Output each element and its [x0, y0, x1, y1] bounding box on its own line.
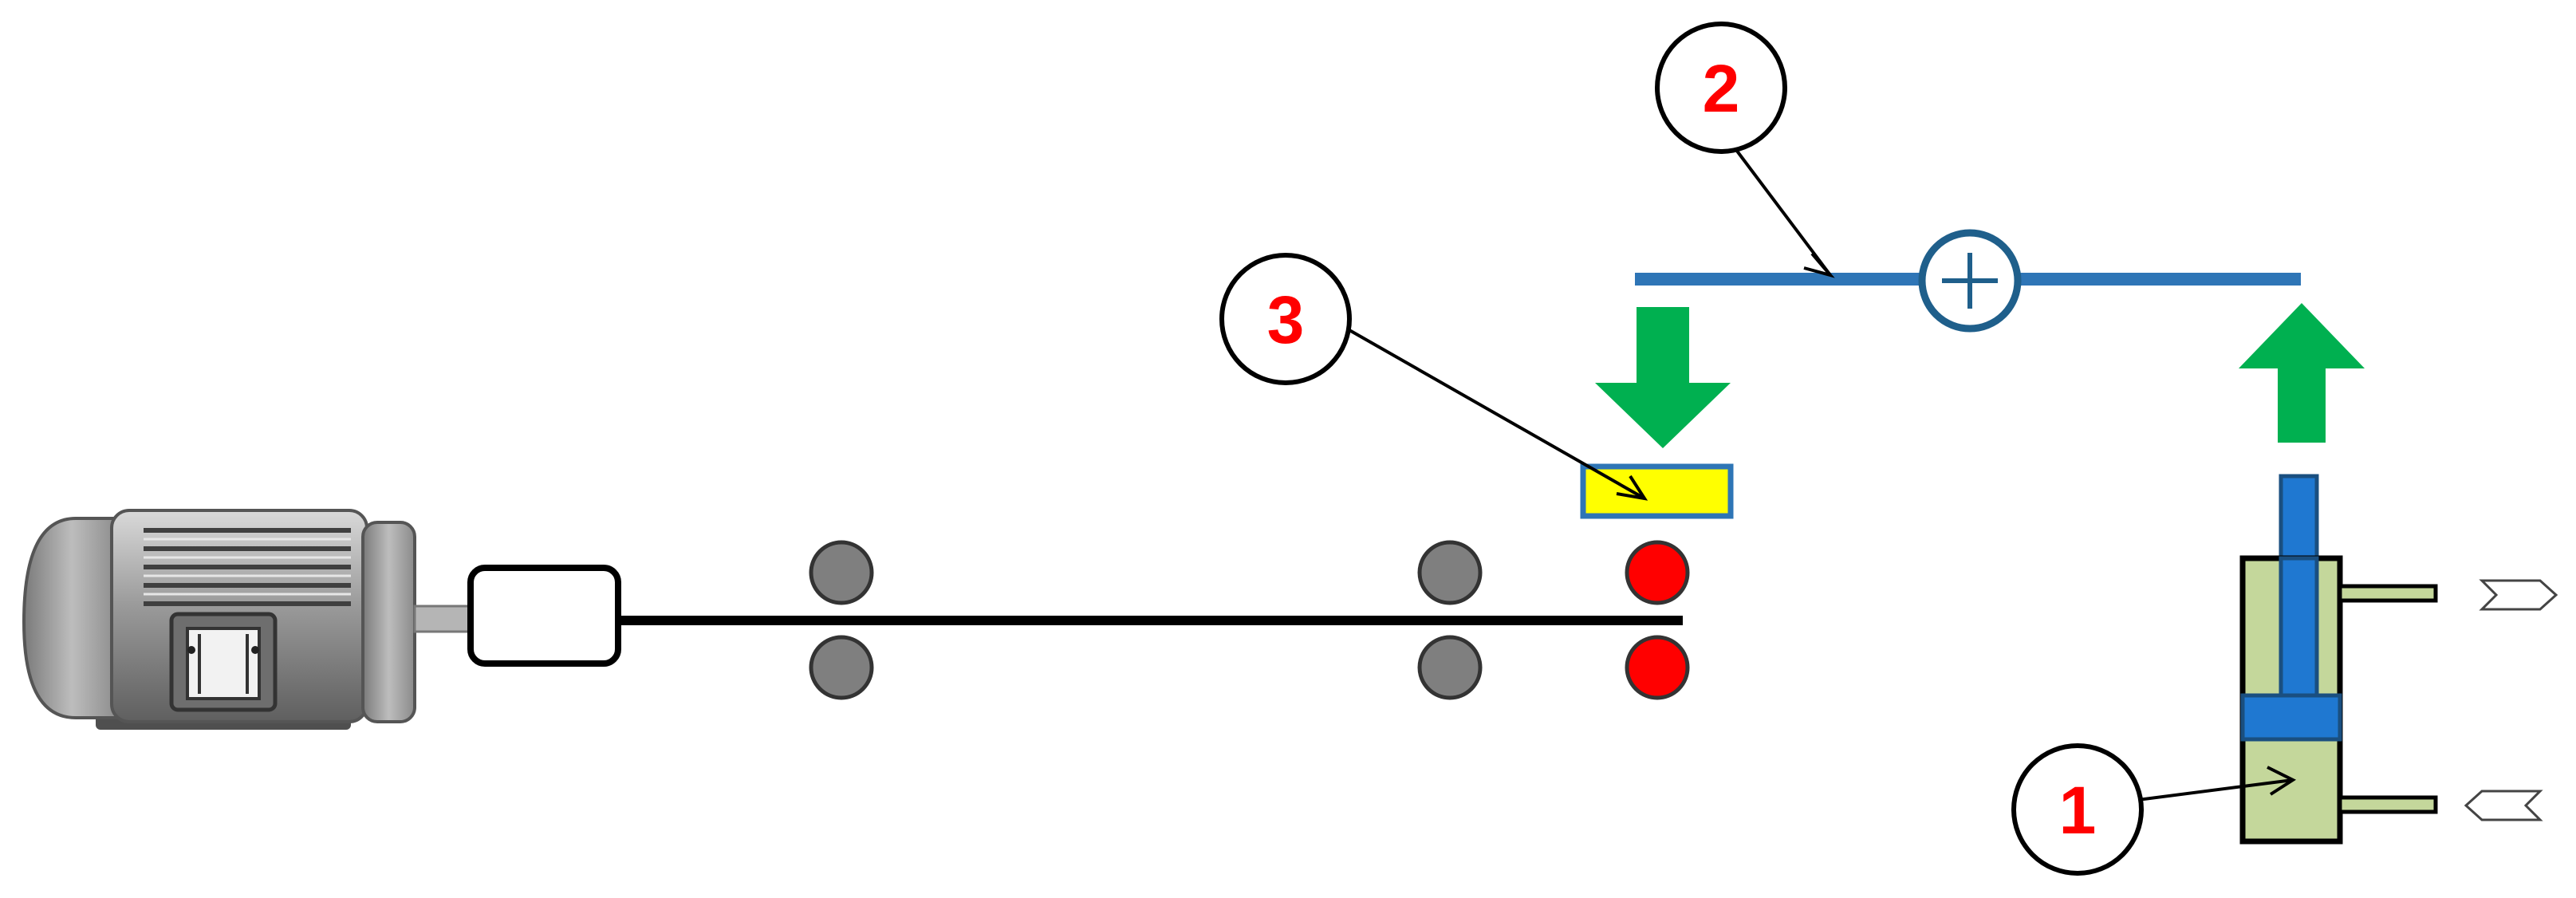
port-arrow-icon	[2464, 790, 2543, 821]
roller-pair-active	[1625, 540, 1690, 700]
lever	[1635, 229, 2301, 333]
motor-icon	[22, 509, 472, 730]
roller-icon	[1417, 635, 1483, 700]
callout-1: 1	[2011, 743, 2144, 876]
callout-1-label: 1	[2059, 773, 2097, 848]
callout-2-label: 2	[1703, 51, 1740, 126]
roller-icon	[1625, 635, 1690, 700]
leader-lines	[1343, 136, 2297, 803]
port-arrow-icon	[2479, 579, 2558, 611]
up-arrow-icon	[2239, 303, 2365, 443]
roller-icon	[1417, 540, 1483, 605]
roller-icon	[809, 540, 874, 605]
roller-pair-1	[809, 540, 874, 700]
callout-3-label: 3	[1267, 282, 1305, 357]
hydraulic-cylinder	[2239, 474, 2438, 845]
roller-pair-2	[1417, 540, 1483, 700]
callout-2: 2	[1655, 22, 1787, 154]
roller-icon	[1625, 540, 1690, 605]
down-arrow-icon	[1595, 307, 1731, 448]
pivot-plus-icon	[1918, 229, 2022, 333]
coupling-icon	[467, 565, 621, 667]
callout-3: 3	[1219, 253, 1352, 385]
pressure-pad	[1580, 463, 1734, 519]
roller-icon	[809, 635, 874, 700]
